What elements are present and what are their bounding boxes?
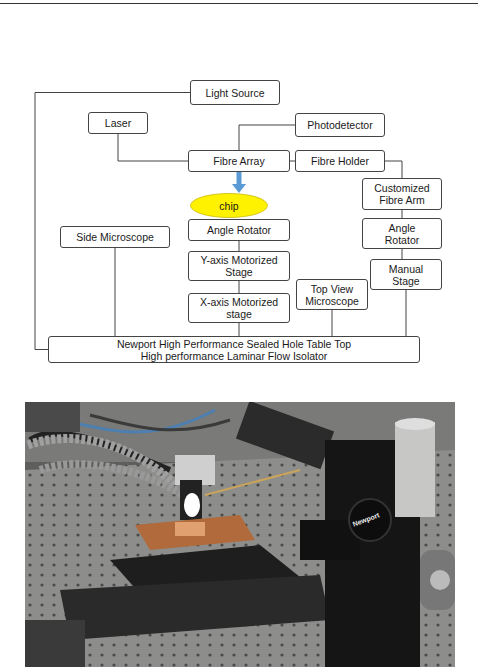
holder-box: Fibre Holder <box>295 150 385 172</box>
node-text: Laser <box>105 117 131 129</box>
rotator-box: Angle Rotator <box>188 219 290 241</box>
node-text: Fibre Holder <box>311 155 369 167</box>
node-text: Photodetector <box>307 119 372 131</box>
connector-line <box>115 248 116 336</box>
connector-line <box>118 134 188 161</box>
rotator-box: Angle Rotator <box>362 218 442 249</box>
connector-line <box>239 323 240 336</box>
source-box: Laser <box>88 112 148 134</box>
node-text: Newport High Performance Sealed Hole Tab… <box>117 338 351 350</box>
connector-line <box>385 161 402 178</box>
node-text: X-axis Motorized stage <box>195 296 283 320</box>
connector-line <box>239 125 295 150</box>
lab-photo <box>25 401 455 667</box>
connector-line <box>406 290 407 336</box>
connector-line <box>239 241 240 251</box>
node-text: Angle Rotator <box>207 224 271 236</box>
connector-line <box>239 281 240 293</box>
node-text: Top View Microscope <box>303 283 361 307</box>
connector-line <box>35 93 190 350</box>
node-text: Customized Fibre Arm <box>367 182 437 206</box>
node-text: Light Source <box>206 87 265 99</box>
connector-line <box>402 249 403 259</box>
source-box: Light Source <box>190 80 280 105</box>
connector-line <box>332 310 333 336</box>
node-text: Y-axis Motorized Stage <box>195 254 283 278</box>
microscope-box: Top View Microscope <box>296 279 368 310</box>
connector-line <box>402 210 403 218</box>
node-text: High performance Laminar Flow Isolator <box>141 350 328 362</box>
node-text: chip <box>219 200 238 212</box>
header-rule <box>0 3 478 4</box>
flow-arrow <box>232 172 246 193</box>
node-text: Fibre Array <box>213 155 264 167</box>
connector-line <box>290 161 295 162</box>
arm-box: Customized Fibre Arm <box>362 178 442 210</box>
stage-box: X-axis Motorized stage <box>188 293 290 323</box>
node-text: Side Microscope <box>76 231 154 243</box>
chip-ellipse: chip <box>190 193 268 218</box>
stage-box: Manual Stage <box>370 259 442 290</box>
table-box: Newport High Performance Sealed Hole Tab… <box>48 336 420 363</box>
stage-box: Y-axis Motorized Stage <box>188 251 290 281</box>
microscope-box: Side Microscope <box>60 226 170 248</box>
fibre-box: Fibre Array <box>188 150 290 172</box>
node-text: Manual Stage <box>385 263 427 287</box>
node-text: Angle Rotator <box>377 222 427 246</box>
detector-box: Photodetector <box>295 113 385 137</box>
